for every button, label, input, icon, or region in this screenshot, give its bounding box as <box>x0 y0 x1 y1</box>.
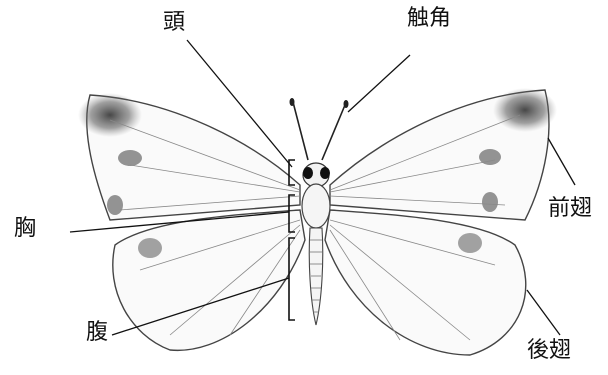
right-antenna-club <box>344 100 349 108</box>
antenna-leader-line <box>348 55 410 112</box>
abdomen <box>309 228 323 325</box>
left-antenna-club <box>290 98 295 106</box>
left-wingtip-scale <box>78 93 142 137</box>
right-eye <box>320 167 330 179</box>
hindwing-leader-line <box>527 290 560 335</box>
forewing-label: 前翅 <box>548 198 592 220</box>
head-label: 頭 <box>163 12 185 34</box>
forewing-leader-line <box>548 138 575 185</box>
left-forewing-spot-1 <box>118 150 142 166</box>
left-hindwing <box>113 210 305 350</box>
thorax-label: 胸 <box>14 218 36 240</box>
hindwing-label: 後翅 <box>527 340 571 362</box>
abdomen-label: 腹 <box>86 322 108 344</box>
left-forewing-spot-2 <box>107 195 123 215</box>
right-antenna <box>322 105 345 160</box>
thorax <box>302 184 330 228</box>
right-wingtip-scale <box>493 88 557 132</box>
right-hindwing <box>325 210 526 355</box>
left-antenna <box>293 102 308 160</box>
left-hindwing-spot <box>138 238 162 258</box>
antenna-label: 触角 <box>407 8 451 30</box>
right-forewing-spot-2 <box>482 192 498 212</box>
right-hindwing-spot <box>458 233 482 253</box>
left-eye <box>303 167 313 179</box>
